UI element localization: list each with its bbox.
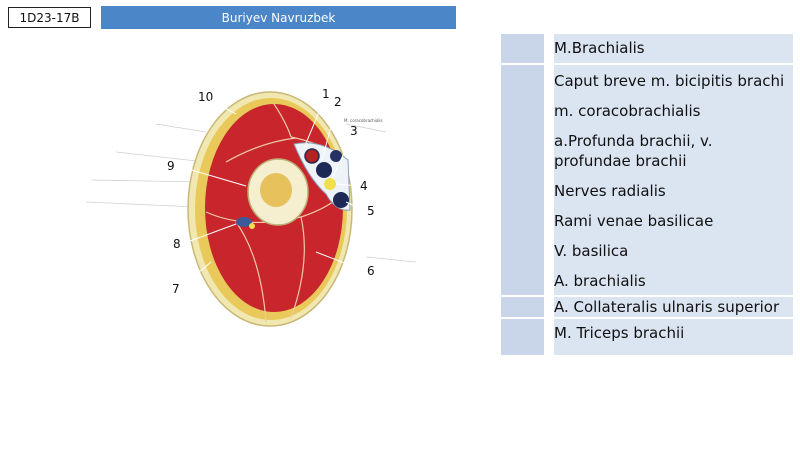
legend-row-3: A. Collateralis ulnaris superior: [501, 297, 793, 319]
label-8: 8: [173, 237, 181, 251]
legend-key-2: [501, 65, 544, 297]
legend-key-3: [501, 297, 544, 319]
legend-text-3: A. Collateralis ulnaris superior: [554, 297, 793, 319]
arm-cross-section-figure: 1 2 3 4 5 6 7 8 9 10 M. coracobrachialis: [85, 82, 426, 332]
label-1: 1: [322, 87, 330, 101]
legend-text-1: M.Brachialis: [554, 34, 793, 65]
label-6: 6: [367, 264, 375, 278]
legend-item: a.Profunda brachii, v. profundae brachii: [554, 132, 713, 170]
label-7: 7: [172, 282, 180, 296]
legend-text-group: Caput breve m. bicipitis brachi m. corac…: [554, 65, 793, 297]
nerve-bundle: [324, 178, 336, 190]
figure-tag: M. coracobrachialis: [344, 118, 383, 123]
bone-marrow: [260, 173, 292, 207]
legend-row-1: M.Brachialis: [501, 34, 793, 65]
legend-item: M.Brachialis: [554, 39, 645, 57]
legend-item: m. coracobrachialis: [554, 102, 701, 120]
legend-item: Rami venae basilicae: [554, 212, 714, 230]
label-5: 5: [367, 204, 375, 218]
label-10: 10: [198, 90, 213, 104]
label-2: 2: [334, 95, 342, 109]
legend-text-4: M. Triceps brachii: [554, 319, 793, 355]
legend-item: Nerves radialis: [554, 182, 666, 200]
basilic-vein: [333, 192, 349, 208]
label-9: 9: [167, 159, 175, 173]
legend-item: V. basilica: [554, 242, 629, 260]
radial-nerve: [249, 223, 255, 229]
faint-leader-lines: [85, 123, 417, 263]
id-label-box: 1D23-17B: [8, 7, 91, 28]
student-name: Buriyev Navruzbek: [221, 10, 336, 25]
vena-comitans: [330, 150, 342, 162]
label-3: 3: [350, 124, 358, 138]
legend-item: Caput breve m. bicipitis brachi: [554, 72, 785, 90]
legend-row-2: Caput breve m. bicipitis brachi m. corac…: [501, 65, 793, 297]
leader-lines: [177, 99, 366, 289]
legend-key-4: [501, 319, 544, 355]
label-4: 4: [360, 179, 368, 193]
profunda-vessels: [236, 217, 252, 227]
legend-key-1: [501, 34, 544, 65]
legend-table: M.Brachialis Caput breve m. bicipitis br…: [501, 34, 793, 355]
legend-item: A. brachialis: [554, 272, 646, 290]
id-label: 1D23-17B: [19, 10, 80, 25]
legend-item: A. Collateralis ulnaris superior: [554, 298, 780, 316]
vein-vessel: [316, 162, 332, 178]
legend-item: M. Triceps brachii: [554, 324, 685, 342]
cross-section-illustration: 1 2 3 4 5 6 7 8 9 10 M. coracobrachialis: [85, 87, 417, 327]
legend-row-4: M. Triceps brachii: [501, 319, 793, 355]
name-bar: Buriyev Navruzbek: [101, 6, 456, 29]
artery-vessel: [304, 148, 320, 164]
